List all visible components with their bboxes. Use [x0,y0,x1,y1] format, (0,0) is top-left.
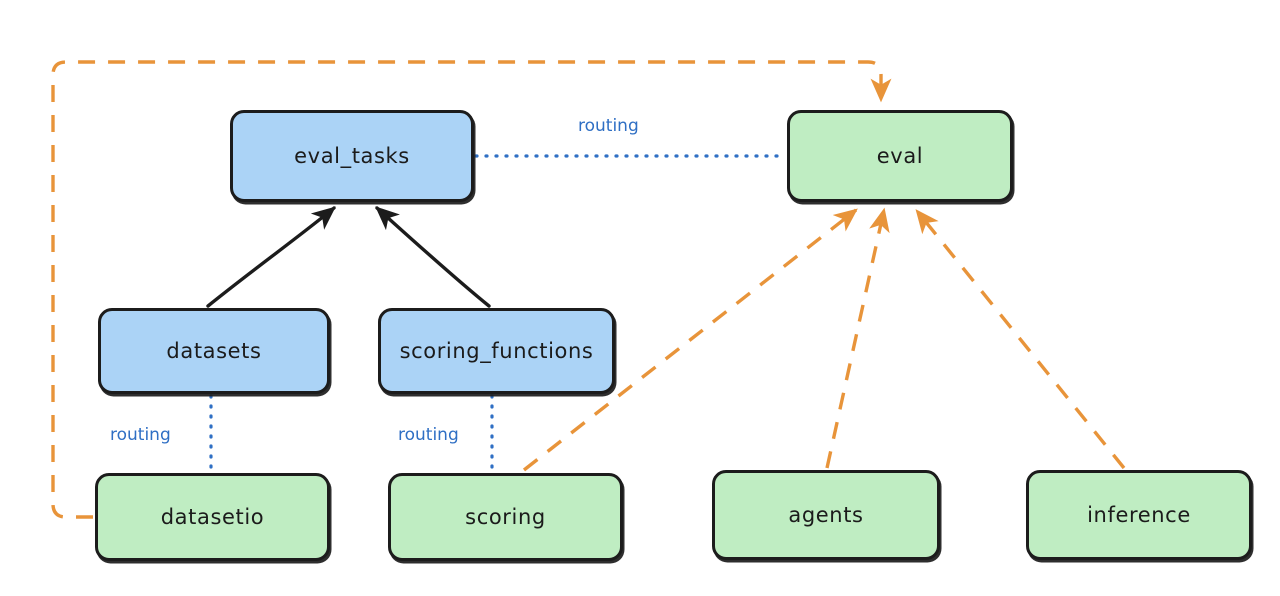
node-label-datasetio: datasetio [160,505,265,529]
node-label-scoring-functions: scoring_functions [399,339,594,363]
edge-scoring_functions-eval_tasks [375,206,491,308]
node-label-agents: agents [788,503,864,527]
node-label-datasets: datasets [166,339,262,363]
node-label-eval-tasks: eval_tasks [294,144,410,168]
node-label-eval: eval [876,144,924,168]
node-eval-tasks[interactable]: eval_tasks [230,110,474,202]
edge-inference-eval [915,209,1126,470]
node-label-scoring: scoring [465,505,546,529]
edge-label-routing-datasets-datasetio: routing [110,425,171,445]
node-eval[interactable]: eval [787,110,1013,202]
node-label-inference: inference [1087,503,1191,527]
edge-label-routing-scoring-functions-scoring: routing [398,425,459,445]
node-scoring-functions[interactable]: scoring_functions [378,308,615,394]
node-datasetio[interactable]: datasetio [95,473,330,561]
edge-agents-eval [825,207,890,469]
edge-datasetio-eval [51,60,892,519]
edge-label-routing-eval-tasks-eval: routing [578,116,639,136]
edge-scoring-eval [522,208,858,472]
node-scoring[interactable]: scoring [388,473,623,561]
node-agents[interactable]: agents [712,470,940,560]
node-datasets[interactable]: datasets [98,308,330,394]
edge-datasets-eval_tasks [206,206,336,308]
node-inference[interactable]: inference [1026,470,1252,560]
